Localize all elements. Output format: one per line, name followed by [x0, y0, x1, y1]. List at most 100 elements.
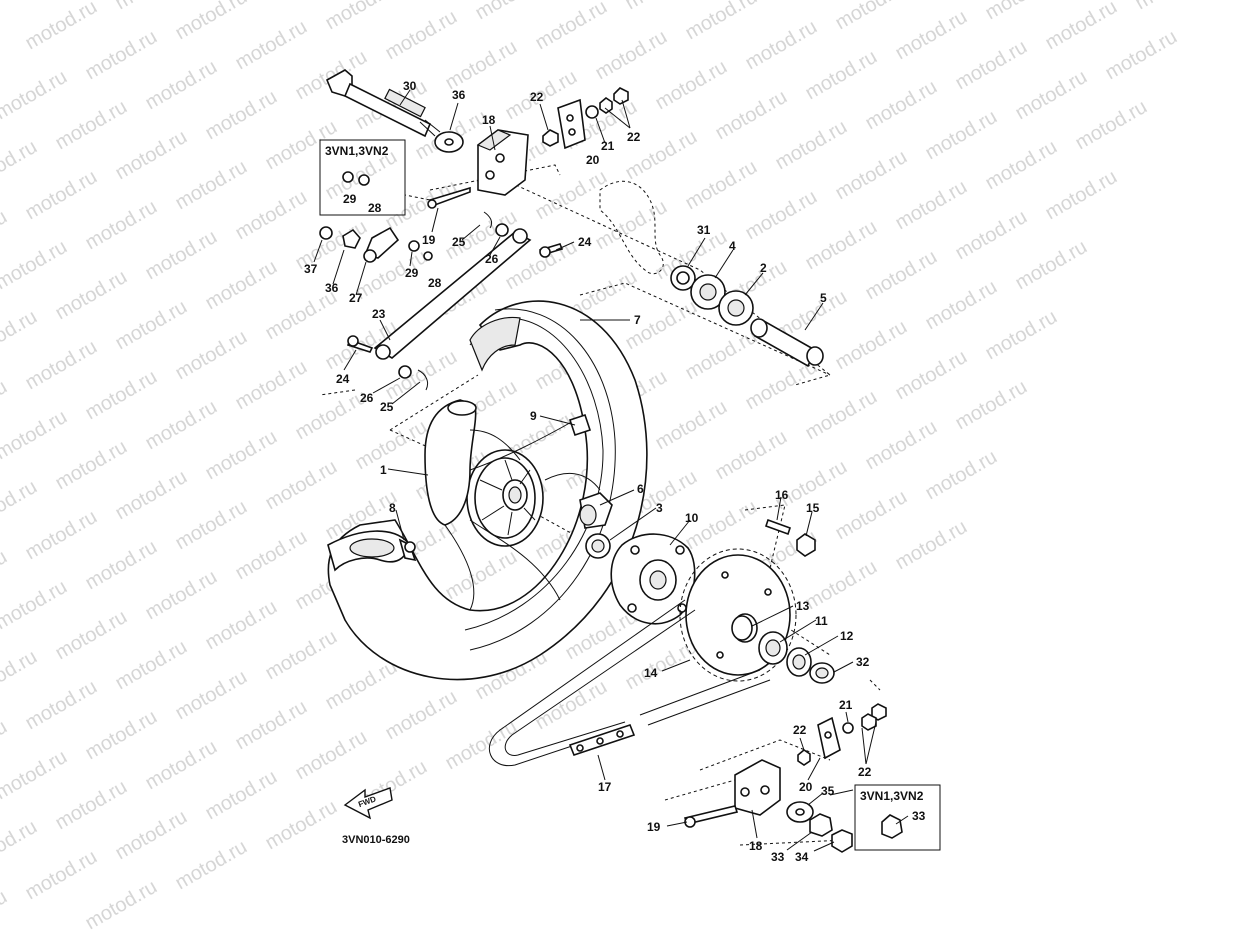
watermark-text: motod.ru	[262, 626, 341, 685]
watermark-text: motod.ru	[22, 846, 101, 905]
callout-37: 37	[304, 262, 318, 276]
callout-labels: 30 36 18 22 21 20 22 29 28 19 25 26 24 3…	[304, 79, 926, 864]
watermark-text: motod.ru	[1042, 0, 1121, 54]
watermark-text: motod.ru	[922, 276, 1001, 335]
watermark-text: motod.ru	[532, 676, 611, 735]
watermark-text: motod.ru	[892, 6, 971, 65]
watermark-text: motod.ru	[82, 876, 161, 935]
watermark-text: motod.ru	[832, 0, 911, 34]
callout-34: 34	[795, 850, 809, 864]
watermark-text: motod.ru	[172, 666, 251, 725]
watermark-text: motod.ru	[0, 66, 71, 125]
watermark-text: motod.ru	[952, 36, 1031, 95]
watermark-text: motod.ru	[922, 106, 1001, 165]
fwd-arrow-icon	[343, 787, 393, 820]
watermark-text: motod.ru	[742, 186, 821, 245]
watermark-text: motod.ru	[0, 376, 11, 435]
callout-23: 23	[372, 307, 386, 321]
watermark-text: motod.ru	[682, 326, 761, 385]
callout-5: 5	[820, 291, 827, 305]
watermark-text: motod.ru	[142, 396, 221, 455]
watermark-text: motod.ru	[952, 206, 1031, 265]
callout-4: 4	[729, 239, 736, 253]
watermark-text: motod.ru	[532, 0, 611, 54]
watermark-text: motod.ru	[52, 436, 131, 495]
watermark-text: motod.ru	[922, 446, 1001, 505]
leader-lines	[313, 89, 909, 852]
watermark-text: motod.ru	[142, 736, 221, 795]
watermark-text: motod.ru	[982, 306, 1061, 365]
callout-36a: 36	[452, 88, 466, 102]
watermark-text: motod.ru	[1012, 66, 1091, 125]
callout-36b: 36	[325, 281, 339, 295]
callout-31: 31	[697, 223, 711, 237]
watermark-text: motod.ru	[0, 886, 11, 935]
watermark-text: motod.ru	[82, 196, 161, 255]
watermark-text: motod.ru	[22, 166, 101, 225]
watermark-text: motod.ru	[442, 546, 521, 605]
watermark-text: motod.ru	[0, 646, 41, 705]
watermark-text: motod.ru	[202, 766, 281, 825]
watermark-text: motod.ru	[232, 186, 311, 245]
watermark-text: motod.ru	[0, 206, 11, 265]
watermark-text: motod.ru	[112, 806, 191, 865]
watermark-text: motod.ru	[592, 26, 671, 85]
watermark-text: motod.ru	[0, 746, 71, 805]
watermark-text: motod.ru	[862, 76, 941, 135]
watermark-text: motod.ru	[0, 716, 11, 775]
watermark-text: motod.ru	[1102, 26, 1181, 85]
rear-wheel-drawing	[319, 69, 941, 853]
callout-26a: 26	[485, 252, 499, 266]
callout-32: 32	[856, 655, 870, 669]
callout-22d: 22	[793, 723, 807, 737]
watermark-text: motod.ru	[982, 136, 1061, 195]
sprocket-hub	[610, 533, 696, 625]
torque-rod	[373, 228, 532, 360]
watermark-text: motod.ru	[172, 326, 251, 385]
callout-18b: 18	[749, 839, 763, 853]
watermark-text: motod.ru	[352, 416, 431, 475]
watermark-text: motod.ru	[1012, 236, 1091, 295]
callout-20a: 20	[586, 153, 600, 167]
callout-33b: 33	[912, 809, 926, 823]
callout-22b: 22	[627, 130, 641, 144]
rear-wheel-rim	[327, 300, 648, 681]
watermark-text: motod.ru	[202, 86, 281, 145]
watermark-text: motod.ru	[712, 86, 791, 145]
watermark-text: motod.ru	[322, 0, 401, 34]
watermark-text: motod.ru	[802, 46, 881, 105]
watermark-text: motod.ru	[142, 226, 221, 285]
watermark-text: motod.ru	[22, 506, 101, 565]
watermark-text: motod.ru	[802, 556, 881, 615]
watermark-text: motod.ru	[442, 36, 521, 95]
watermark-text: motod.ru	[382, 686, 461, 745]
variant-box-top-label: 3VN1,3VN2	[325, 144, 389, 158]
watermark-text: motod.ru	[802, 386, 881, 445]
variant-box-top-frame	[319, 139, 406, 216]
watermark-text: motod.ru	[532, 166, 611, 225]
watermark-text: motod.ru	[892, 346, 971, 405]
callout-24a: 24	[578, 235, 592, 249]
watermark-text: motod.ru	[742, 16, 821, 75]
watermark-text: motod.ru	[172, 836, 251, 895]
watermark-text: motod.ru	[112, 126, 191, 185]
watermark-text: motod.ru	[262, 456, 341, 515]
callout-19b: 19	[647, 820, 661, 834]
watermark-text: motod.ru	[682, 0, 761, 44]
callout-30: 30	[403, 79, 417, 93]
watermark-text: motod.ru	[382, 176, 461, 235]
callout-28b: 28	[428, 276, 442, 290]
watermark-text: motod.ru	[142, 56, 221, 115]
callout-18a: 18	[482, 113, 496, 127]
callout-29b: 29	[405, 266, 419, 280]
diagram-code: 3VN010-6290	[342, 834, 410, 846]
watermark-text: motod.ru	[682, 496, 761, 555]
watermark-text: motod.ru	[0, 546, 11, 605]
watermark-text: motod.ru	[52, 266, 131, 325]
callout-21a: 21	[601, 139, 615, 153]
watermark-text: motod.ru	[112, 296, 191, 355]
callout-22a: 22	[530, 90, 544, 104]
callout-33a: 33	[771, 850, 785, 864]
watermark-text: motod.ru	[82, 706, 161, 765]
watermark-text: motod.ru	[172, 496, 251, 555]
